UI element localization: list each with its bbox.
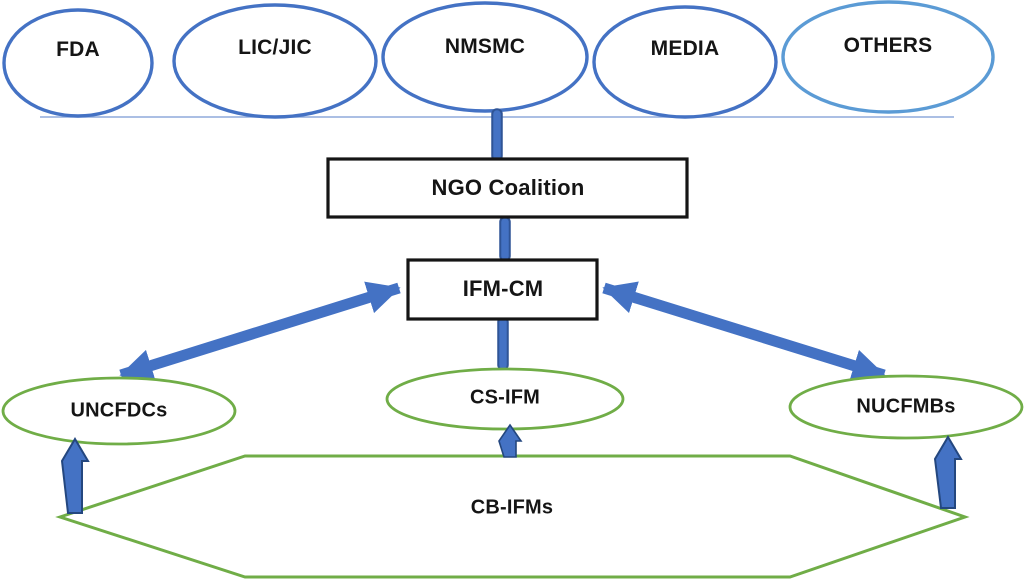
arrow-ifmcm-uncfdcs bbox=[119, 281, 401, 382]
nucfmbs-label: NUCFMBs bbox=[856, 395, 956, 418]
arrow-cbifms-csifm bbox=[498, 423, 523, 458]
fda-label: FDA bbox=[56, 38, 100, 61]
cs-ifm-label: CS-IFM bbox=[469, 386, 541, 409]
uncfdcs-label: UNCFDCs bbox=[70, 399, 168, 422]
nmsmc-ellipse bbox=[381, 1, 589, 113]
others-label: OTHERS bbox=[843, 34, 933, 57]
arrow-ifmcm-nucfmbs bbox=[602, 281, 886, 382]
nmsmc-label: NMSMC bbox=[444, 35, 526, 58]
lic-jic-label: LIC/JIC bbox=[238, 36, 312, 59]
ngo-coalition-box bbox=[326, 157, 689, 219]
ifm-cm-box bbox=[406, 258, 599, 321]
media-label: MEDIA bbox=[650, 37, 720, 60]
lic-jic-ellipse bbox=[172, 3, 378, 119]
cb-ifms-label: CB-IFMs bbox=[470, 496, 554, 519]
fda-ellipse bbox=[2, 8, 154, 118]
media-ellipse bbox=[592, 5, 778, 119]
ifm-cm-label: IFM-CM bbox=[462, 276, 544, 301]
others-ellipse bbox=[781, 0, 995, 114]
uncfdcs-ellipse bbox=[1, 376, 237, 446]
cb-ifms-hexagon bbox=[55, 454, 970, 579]
arrow-cbifms-uncfdcs bbox=[60, 437, 90, 514]
arrow-cbifms-nucfmbs bbox=[933, 435, 963, 509]
cs-ifm-ellipse bbox=[385, 367, 625, 431]
nucfmbs-ellipse bbox=[788, 374, 1024, 440]
ngo-coalition-label: NGO Coalition bbox=[431, 175, 585, 200]
